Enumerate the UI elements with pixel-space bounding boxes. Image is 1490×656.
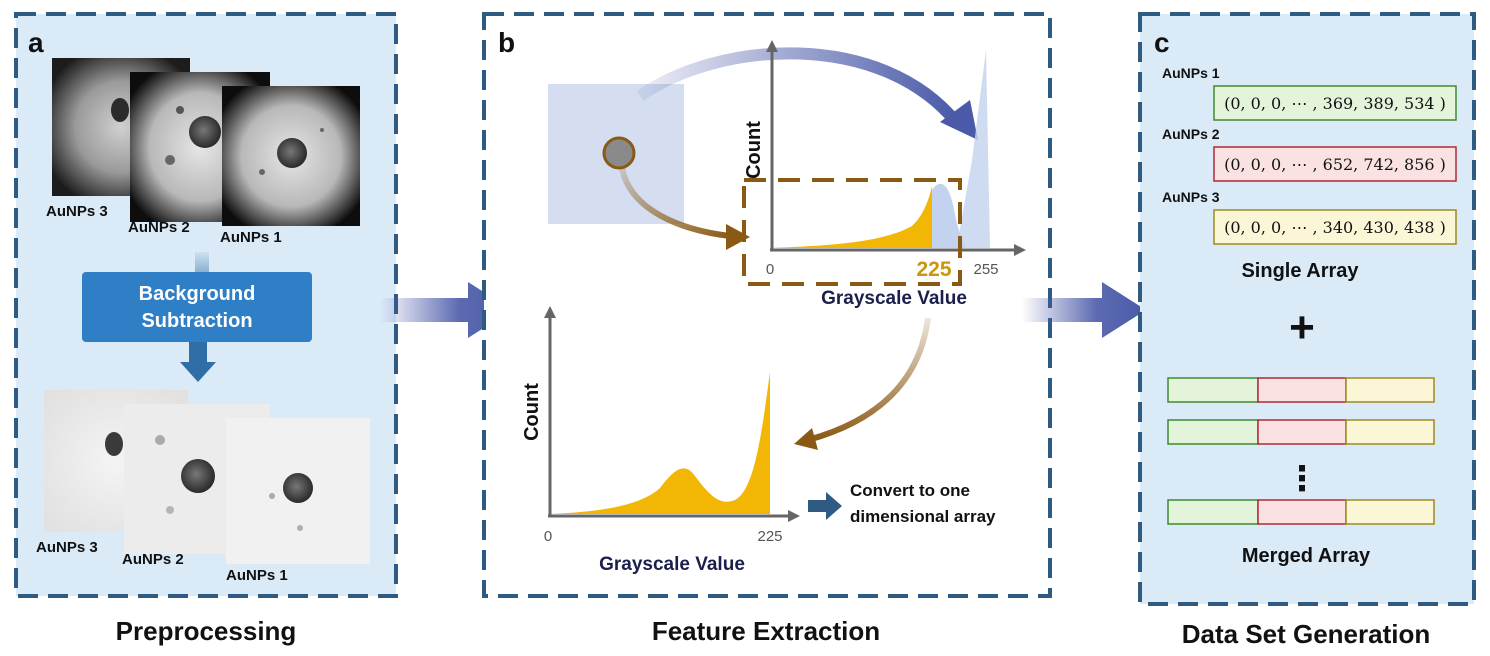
top-hist-full-area	[770, 50, 990, 248]
bottom-hist-ylabel: Count	[521, 383, 543, 441]
process-connector	[195, 252, 209, 274]
array-aunps1-box	[1213, 85, 1457, 121]
process-text-line2: Subtraction	[141, 310, 252, 332]
panel-b-letter: b	[498, 27, 515, 58]
curve-arrow-to-histogram	[636, 47, 961, 126]
array-aunps2-value: (0, 0, 0, ⋯ , 652, 742, 856 )	[1224, 155, 1446, 174]
label-aunps2-raw: AuNPs 2	[128, 219, 190, 236]
label-aunps3-raw: AuNPs 3	[46, 203, 108, 220]
arrow-b-to-c	[1022, 282, 1146, 338]
merged-ellipsis: ⋮	[1285, 460, 1319, 498]
top-hist-tick-0: 0	[766, 261, 774, 278]
array-aunps2: AuNPs 2 (0, 0, 0, ⋯ , 652, 742, 856 )	[1162, 126, 1457, 182]
process-text-line1: Background	[139, 283, 256, 305]
array-aunps1-value: (0, 0, 0, ⋯ , 369, 389, 534 )	[1224, 94, 1446, 113]
top-hist-tick-255: 255	[973, 261, 998, 278]
particle-highlight	[602, 136, 636, 170]
bottom-hist-tick-0: 0	[544, 528, 552, 545]
brown-arrow-to-bottom-chart	[807, 317, 931, 443]
micrograph-aunps1-raw	[222, 86, 360, 226]
down-arrow	[180, 342, 216, 382]
bottom-hist-tick-225: 225	[757, 528, 782, 545]
single-array-label: Single Array	[1241, 260, 1359, 282]
convert-arrow	[808, 492, 842, 520]
array-aunps1-name: AuNPs 1	[1162, 65, 1220, 81]
top-hist-tick-225: 225	[916, 258, 951, 281]
array-aunps3-value: (0, 0, 0, ⋯ , 340, 430, 438 )	[1224, 218, 1446, 237]
label-aunps3-processed: AuNPs 3	[36, 539, 98, 556]
arrow-a-to-b	[380, 282, 512, 338]
label-aunps1-processed: AuNPs 1	[226, 567, 288, 584]
label-aunps1-raw: AuNPs 1	[220, 229, 282, 246]
top-hist-bump	[932, 183, 966, 248]
curve-arrow-head	[940, 100, 978, 140]
top-hist-gold-area	[770, 186, 934, 248]
label-aunps2-processed: AuNPs 2	[122, 551, 184, 568]
merged-array-label: Merged Array	[1242, 545, 1371, 567]
array-aunps3: AuNPs 3 (0, 0, 0, ⋯ , 340, 430, 438 )	[1162, 189, 1457, 245]
brown-arrow-head	[726, 224, 750, 250]
array-aunps2-box	[1213, 146, 1457, 182]
background-subtraction-box	[82, 272, 312, 342]
panel-a-letter: a	[28, 27, 44, 58]
brown-arrow-to-crop	[619, 167, 731, 239]
top-hist-ylabel: Count	[743, 121, 765, 179]
convert-text-line2: dimensional array	[850, 507, 996, 526]
array-aunps3-name: AuNPs 3	[1162, 189, 1220, 205]
top-hist-xlabel: Grayscale Value	[821, 288, 967, 309]
bottom-hist-area	[548, 372, 770, 514]
micrograph-aunps1-processed	[226, 418, 370, 564]
caption-preprocessing: Preprocessing	[116, 616, 297, 646]
crop-region-box	[742, 178, 962, 286]
array-aunps2-name: AuNPs 2	[1162, 126, 1220, 142]
bottom-histogram	[544, 306, 800, 522]
plus-sign: +	[1289, 303, 1315, 352]
convert-text-line1: Convert to one	[850, 481, 970, 500]
top-histogram	[766, 40, 1026, 256]
caption-data-set-generation: Data Set Generation	[1182, 619, 1431, 649]
merged-row-n	[1167, 499, 1435, 525]
panel-c-letter: c	[1154, 27, 1170, 58]
brown-arrow-head-2	[794, 428, 818, 450]
caption-feature-extraction: Feature Extraction	[652, 616, 880, 646]
array-aunps1: AuNPs 1 (0, 0, 0, ⋯ , 369, 389, 534 )	[1162, 65, 1457, 121]
merged-row-1	[1167, 377, 1435, 403]
bottom-hist-xlabel: Grayscale Value	[599, 554, 745, 575]
array-aunps3-box	[1213, 209, 1457, 245]
merged-row-2	[1167, 419, 1435, 445]
